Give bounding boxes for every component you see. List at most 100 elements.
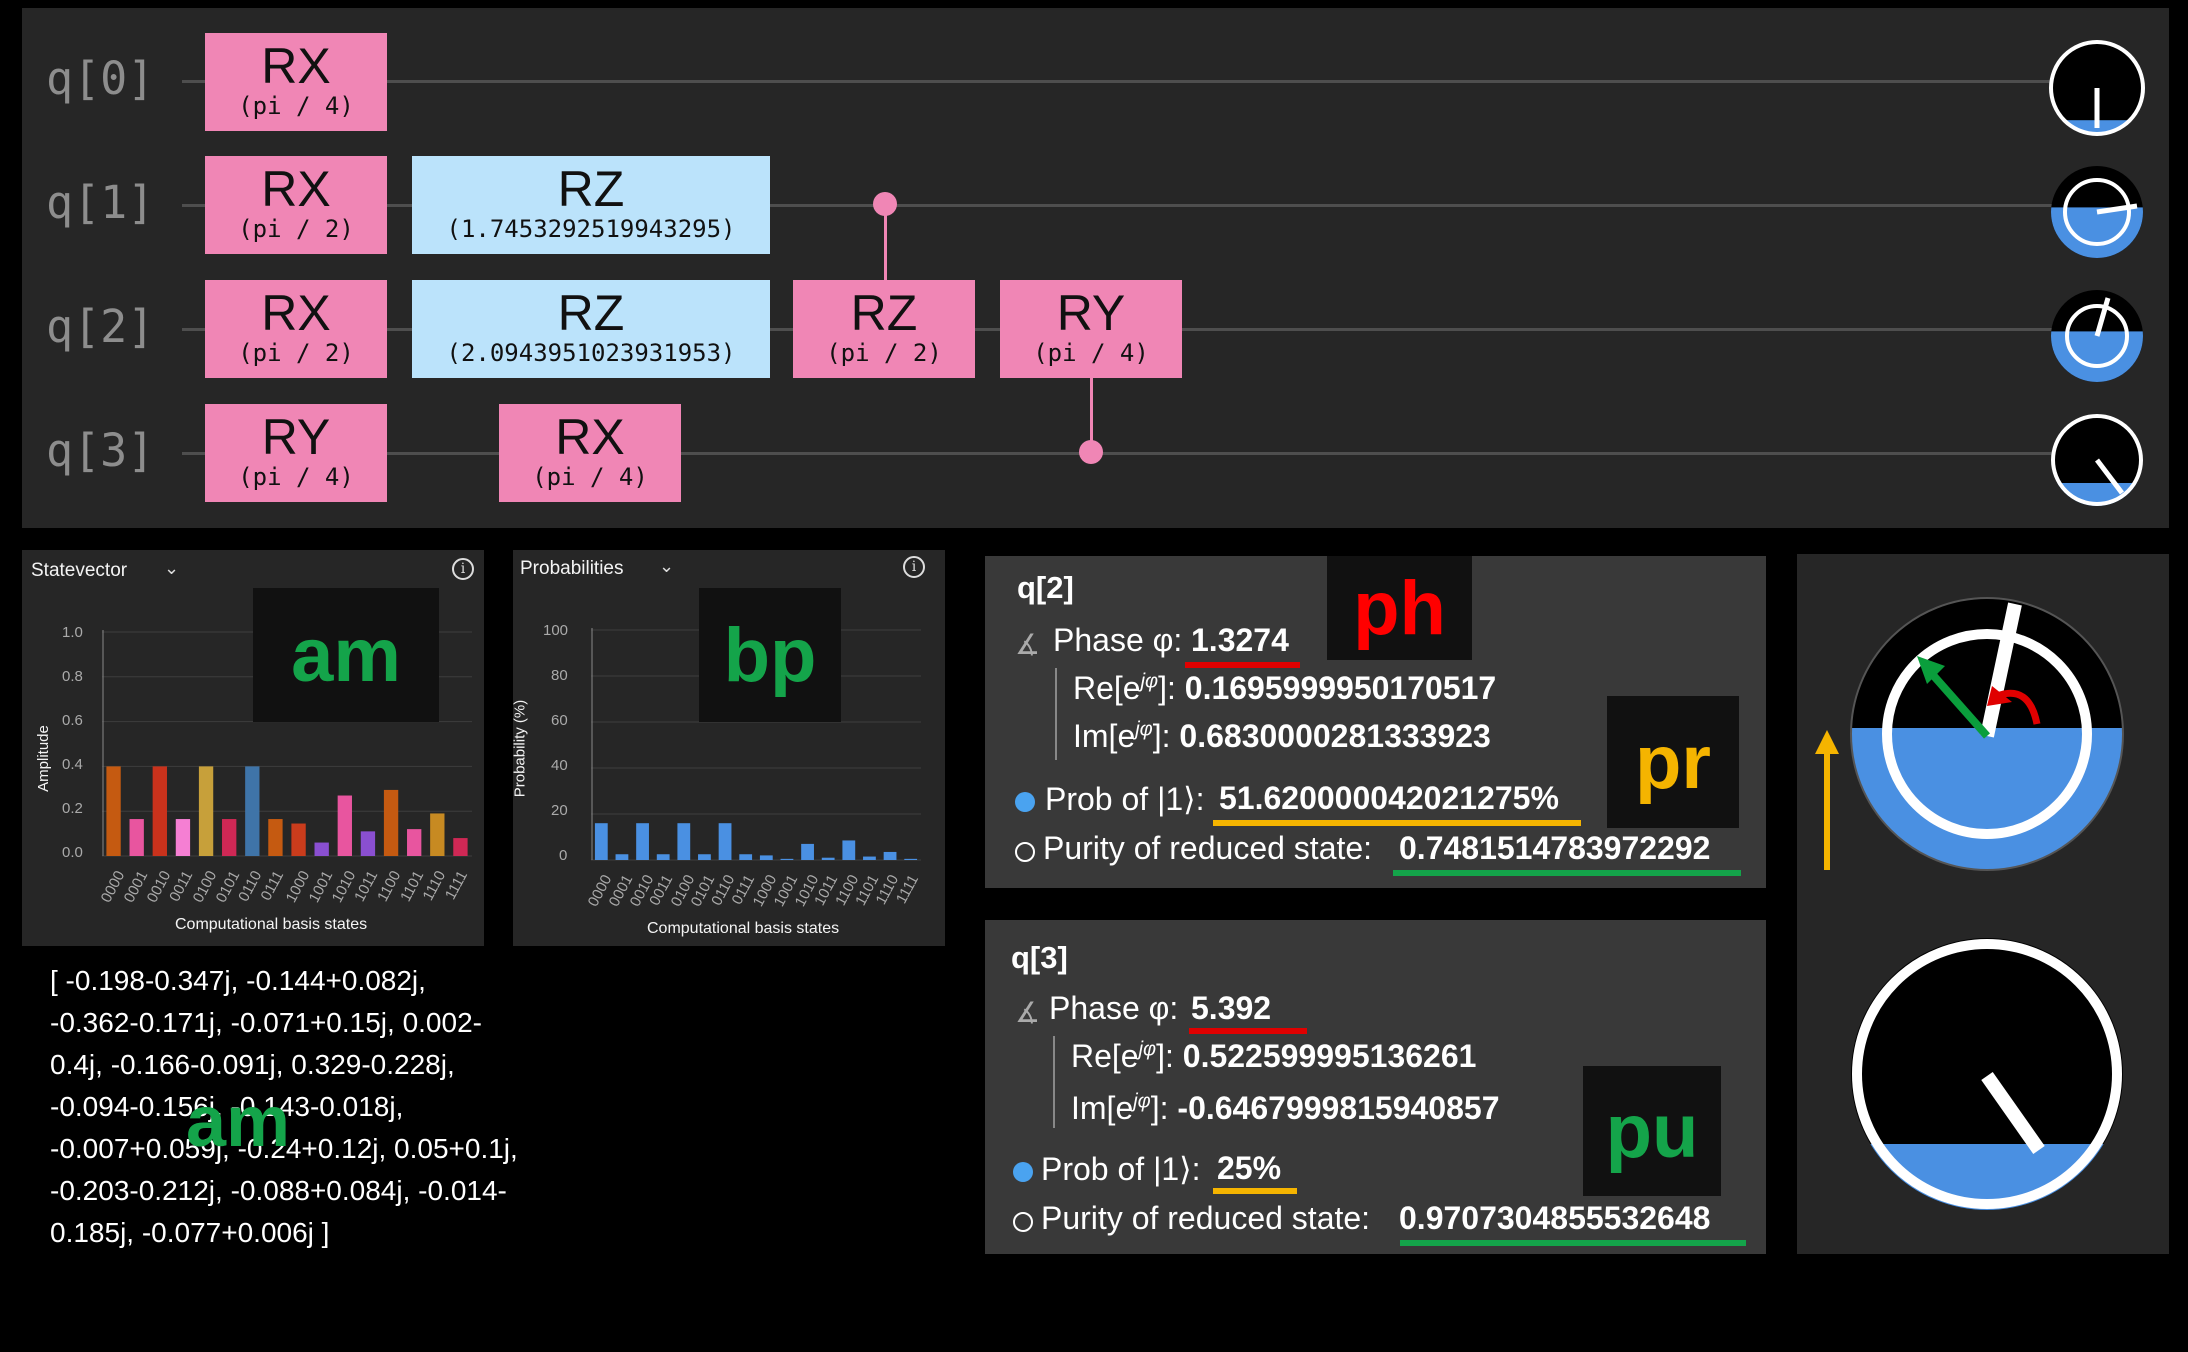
zoomed-dials	[1815, 597, 2124, 1210]
phase-disk-q2[interactable]	[2042, 290, 2152, 384]
phase-disk-q3[interactable]	[2042, 414, 2152, 508]
y-tick: 0.8	[62, 668, 83, 685]
bar-0000[interactable]	[594, 823, 608, 860]
gate-name: RZ	[850, 285, 918, 342]
chevron-down-icon[interactable]: ⌄	[164, 558, 180, 579]
wire-q0	[182, 80, 2052, 83]
gate-rx-q3[interactable]: RX (pi / 4)	[499, 404, 681, 502]
panel-title: Statevector	[31, 560, 128, 581]
bar-0101[interactable]	[222, 819, 237, 856]
bar-1111[interactable]	[904, 858, 918, 860]
gate-name: RZ	[557, 285, 625, 342]
y-tick: 80	[551, 667, 568, 684]
im-end: ]:	[1150, 1090, 1169, 1126]
statevector-panel: Statevector ⌄ i 1.0 0.8 0.6 0.4 0.2 0.0 …	[22, 550, 484, 946]
underline-red	[1189, 1028, 1307, 1034]
gate-rx-q2[interactable]: RX (pi / 2)	[205, 280, 387, 378]
bar-0010[interactable]	[152, 766, 167, 856]
gate-rz-q2[interactable]: RZ (2.0943951023931953)	[412, 280, 770, 378]
bar-1001[interactable]	[314, 842, 329, 856]
phase-value: 5.392	[1191, 990, 1272, 1026]
statevector-text: [ -0.198-0.347j, -0.144+0.082j, -0.362-0…	[50, 965, 518, 1248]
circuit-panel: q[0] q[1] q[2] q[3] RX (pi / 4) RX (pi /…	[22, 8, 2169, 528]
qubit-label-q2: q[2]	[46, 300, 155, 353]
info-title: q[2]	[1017, 570, 1074, 605]
control-line-q1-q2	[884, 204, 887, 280]
bar-1010[interactable]	[337, 795, 352, 856]
info-icon[interactable]: i	[452, 558, 474, 580]
phase-disk-column	[2042, 40, 2152, 508]
bar-1111[interactable]	[453, 838, 468, 856]
bar-0110[interactable]	[245, 766, 260, 856]
tag-pu: pu	[1583, 1066, 1721, 1196]
bar-1000[interactable]	[759, 855, 773, 860]
qubit-info-q2: q[2] ∡ Phase φ: 1.3274 Re[ejφ]: 0.169599…	[985, 556, 1766, 888]
underline-red	[1185, 662, 1300, 668]
prob-label: Prob of |1⟩:	[1045, 781, 1205, 817]
probabilities-panel: Probabilities ⌄ i 100 80 60 40 20 0 Prob…	[511, 550, 945, 946]
gate-rx-q1[interactable]: RX (pi / 2)	[205, 156, 387, 254]
gate-name: RY	[1056, 285, 1126, 342]
re-value: 0.522599995136261	[1182, 1038, 1477, 1074]
bar-0001[interactable]	[615, 854, 629, 860]
bar-0111[interactable]	[739, 854, 753, 860]
bar-1101[interactable]	[863, 856, 876, 860]
bar-1001[interactable]	[780, 858, 794, 860]
tree-line	[1055, 668, 1057, 760]
im-label: Im[e	[1073, 718, 1136, 754]
gate-arg: (pi / 2)	[238, 339, 354, 368]
underline-yellow	[1213, 820, 1581, 826]
bar-0110[interactable]	[718, 823, 732, 860]
y-tick: 0.0	[62, 844, 83, 861]
re-end: ]:	[1156, 1038, 1174, 1074]
re-value: 0.1695999950170517	[1184, 670, 1497, 706]
bar-0000[interactable]	[106, 766, 121, 856]
qubit-label-q1: q[1]	[46, 176, 155, 229]
phase-disk-q0[interactable]	[2042, 40, 2152, 136]
bar-1011[interactable]	[360, 831, 376, 856]
re-label: Re[e	[1073, 670, 1141, 706]
prob-value: 51.620000042021275%	[1219, 780, 1559, 816]
bar-0111[interactable]	[268, 819, 283, 856]
x-tick: 1000	[282, 868, 313, 906]
chevron-down-icon[interactable]: ⌄	[659, 556, 675, 577]
bar-0010[interactable]	[636, 823, 649, 860]
control-dot-q3[interactable]	[1079, 440, 1103, 464]
gate-cry-q2[interactable]: RY (pi / 4)	[1000, 280, 1182, 378]
purity-value: 0.9707304855532648	[1399, 1200, 1711, 1236]
gate-arg: (pi / 2)	[826, 339, 942, 368]
control-line-q3-q2	[1090, 378, 1093, 452]
bar-1011[interactable]	[821, 857, 835, 860]
y-tick: 0	[559, 847, 568, 864]
bar-0011[interactable]	[656, 854, 670, 860]
underline-green	[1400, 1240, 1746, 1246]
x-tick: 1100	[374, 868, 405, 905]
info-icon[interactable]: i	[903, 556, 925, 578]
bar-0100[interactable]	[198, 766, 214, 856]
bar-1010[interactable]	[801, 843, 814, 860]
purity-label: Purity of reduced state:	[1041, 1200, 1371, 1236]
bar-1000[interactable]	[291, 823, 306, 856]
bar-1101[interactable]	[407, 829, 422, 856]
green-arrow	[1922, 663, 1990, 739]
tree-line	[1053, 1036, 1055, 1128]
bar-0011[interactable]	[175, 819, 191, 856]
bar-1100[interactable]	[842, 840, 856, 860]
bar-1110[interactable]	[430, 813, 445, 856]
gate-rz-q1[interactable]: RZ (1.7453292519943295)	[412, 156, 770, 254]
gate-rx-q0[interactable]: RX (pi / 4)	[205, 33, 387, 131]
y-tick: 0.2	[62, 800, 83, 817]
bar-1110[interactable]	[883, 851, 897, 860]
control-dot-q1[interactable]	[873, 192, 897, 216]
im-value: -0.6467999815940857	[1177, 1090, 1500, 1126]
angle-icon: ∡	[1015, 629, 1041, 660]
bar-0100[interactable]	[677, 823, 691, 860]
phase-disk-q1[interactable]	[2042, 166, 2152, 260]
bar-1100[interactable]	[383, 789, 399, 856]
bar-0101[interactable]	[698, 854, 711, 860]
im-label: Im[e	[1071, 1090, 1134, 1126]
gate-crz-q2[interactable]: RZ (pi / 2)	[793, 280, 975, 378]
gate-ry-q3[interactable]: RY (pi / 4)	[205, 404, 387, 502]
bar-0001[interactable]	[129, 819, 144, 856]
prob-dot-icon	[1015, 792, 1035, 812]
